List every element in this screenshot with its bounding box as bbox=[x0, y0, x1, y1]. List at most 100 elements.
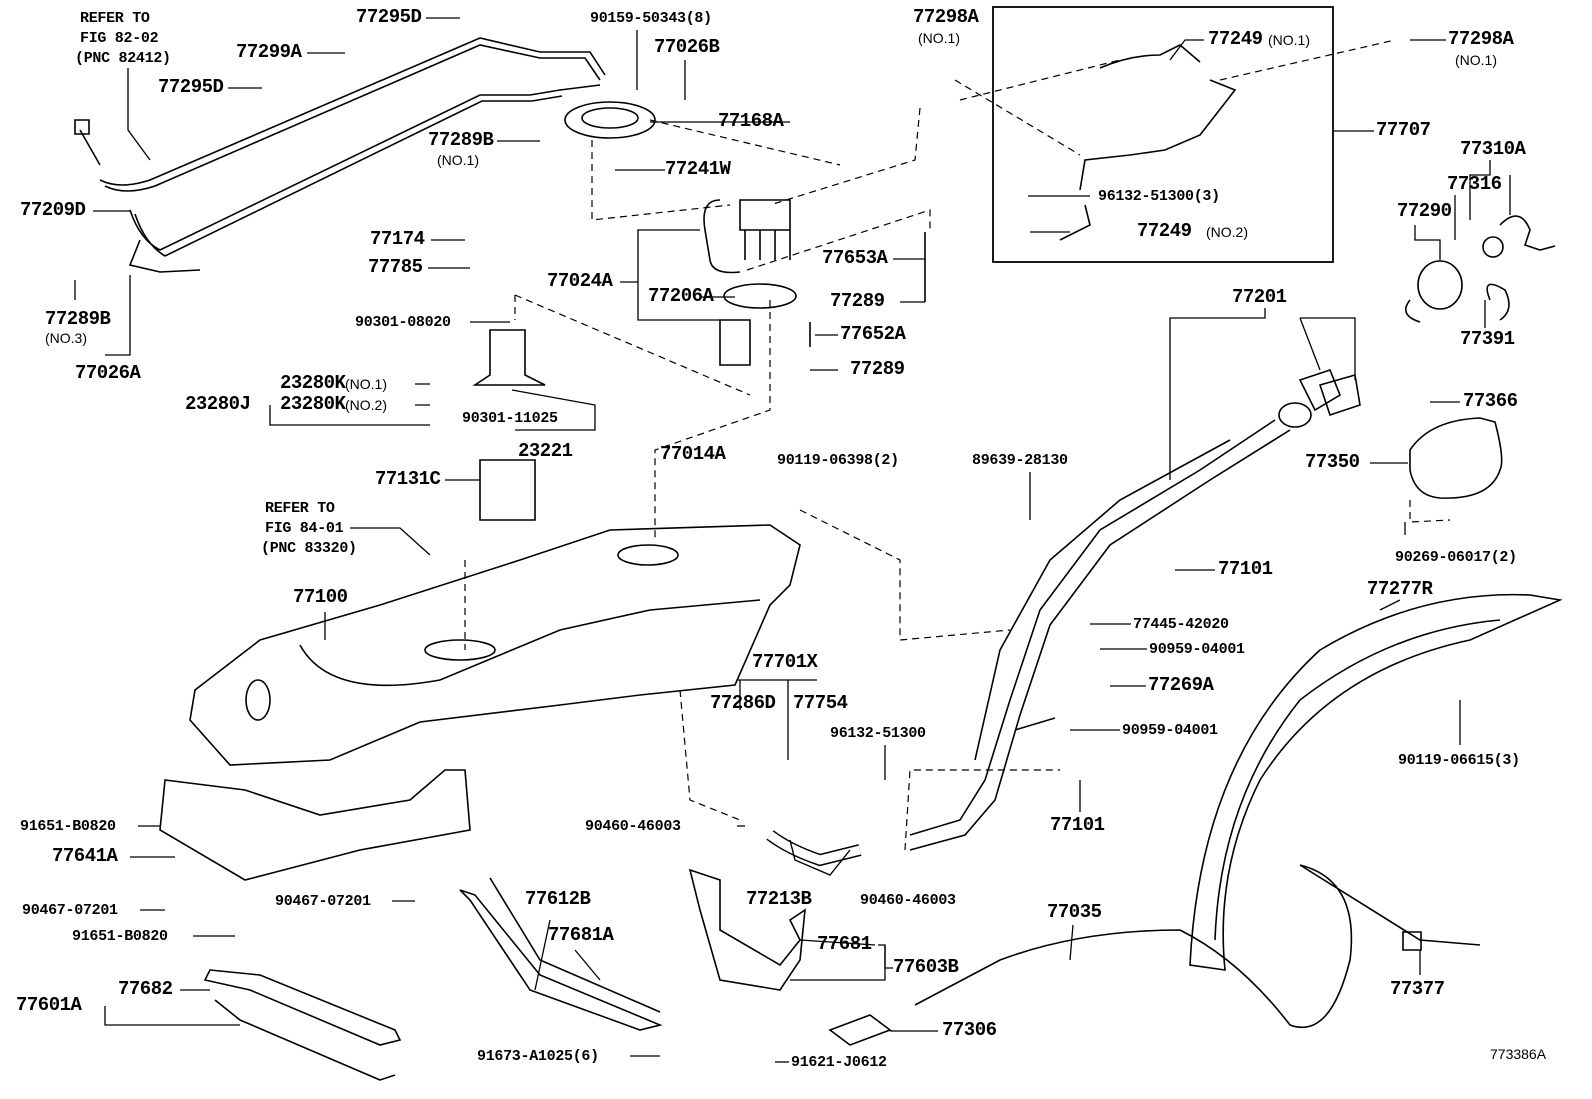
part-number-callout: 23280K bbox=[280, 393, 346, 415]
part-number-callout: 77298A bbox=[913, 6, 979, 28]
part-number-callout: 90301-08020 bbox=[355, 314, 451, 331]
callout-qualifier: (NO.1) bbox=[918, 30, 960, 46]
part-number-callout: 91651-B0820 bbox=[72, 928, 168, 945]
part-number-callout: 77295D bbox=[158, 76, 224, 98]
part-number-callout: 77682 bbox=[118, 978, 173, 1000]
part-number-callout: FIG 84-01 bbox=[265, 520, 344, 537]
part-number-callout: 77445-42020 bbox=[1133, 616, 1229, 633]
vent-hose bbox=[1059, 44, 1237, 241]
release-cable bbox=[914, 864, 1481, 1029]
part-number-callout: 77641A bbox=[52, 845, 118, 867]
part-number-callout: 77286D bbox=[710, 692, 776, 714]
part-number-callout: 77026B bbox=[654, 36, 720, 58]
part-number-callout: 77014A bbox=[660, 443, 726, 465]
part-number-callout: 77310A bbox=[1460, 138, 1526, 160]
part-number-callout: 77299A bbox=[236, 41, 302, 63]
part-number-callout: REFER TO bbox=[80, 10, 150, 27]
part-number-callout: 77131C bbox=[375, 468, 441, 490]
part-number-callout: 77201 bbox=[1232, 286, 1287, 308]
part-number-callout: 90460-46003 bbox=[585, 818, 681, 835]
part-number-callout: 77707 bbox=[1376, 119, 1431, 141]
callout-qualifier: (NO.1) bbox=[345, 376, 387, 392]
part-number-callout: 77377 bbox=[1390, 978, 1445, 1000]
fuel-tank bbox=[189, 524, 801, 766]
part-number-callout: 77612B bbox=[525, 888, 591, 910]
part-number-callout: 91651-B0820 bbox=[20, 818, 116, 835]
part-number-callout: 77241W bbox=[665, 158, 731, 180]
under-guard bbox=[159, 769, 471, 881]
part-number-callout: 90467-07201 bbox=[275, 893, 371, 910]
part-number-callout: 77100 bbox=[293, 586, 348, 608]
part-number-callout: 77366 bbox=[1463, 390, 1518, 412]
part-number-callout: 77024A bbox=[547, 270, 613, 292]
part-number-callout: 77290 bbox=[1397, 200, 1452, 222]
part-number-callout: 77298A bbox=[1448, 28, 1514, 50]
part-number-callout: 77035 bbox=[1047, 901, 1102, 923]
fuel-pump-assembly bbox=[472, 101, 926, 386]
part-number-callout: REFER TO bbox=[265, 500, 335, 517]
part-number-callout: 77681 bbox=[817, 933, 872, 955]
filler-pipe bbox=[909, 369, 1361, 851]
part-number-callout: 90959-04001 bbox=[1149, 641, 1245, 658]
part-number-callout: 89639-28130 bbox=[972, 452, 1068, 469]
part-number-callout: 77101 bbox=[1050, 814, 1105, 836]
part-number-callout: 77601A bbox=[16, 994, 82, 1016]
callout-qualifier: (NO.1) bbox=[1268, 32, 1310, 48]
callout-qualifier: (NO.1) bbox=[1455, 52, 1497, 68]
part-number-callout: (PNC 82412) bbox=[75, 50, 171, 67]
part-number-callout: 77249 bbox=[1208, 28, 1263, 50]
part-number-callout: 77652A bbox=[840, 323, 906, 345]
callout-qualifier: 773386A bbox=[1490, 1046, 1547, 1062]
part-number-callout: 96132-51300(3) bbox=[1098, 188, 1220, 205]
part-number-callout: 90301-11025 bbox=[462, 410, 558, 427]
callout-qualifier: (NO.3) bbox=[45, 330, 87, 346]
part-number-callout: 77206A bbox=[648, 285, 714, 307]
part-number-callout: 77306 bbox=[942, 1019, 997, 1041]
callout-qualifier: (NO.2) bbox=[1206, 224, 1248, 240]
part-number-callout: 77213B bbox=[746, 888, 812, 910]
part-number-callout: 77026A bbox=[75, 362, 141, 384]
part-number-callout: 90119-06615(3) bbox=[1398, 752, 1520, 769]
part-number-callout: 77269A bbox=[1148, 674, 1214, 696]
part-number-callout: 90119-06398(2) bbox=[777, 452, 899, 469]
part-number-callout: 77785 bbox=[368, 256, 423, 278]
part-number-callout: 77289 bbox=[850, 358, 905, 380]
part-number-callout: 96132-51300 bbox=[830, 725, 926, 742]
callout-qualifier: (NO.1) bbox=[437, 152, 479, 168]
part-number-callout: 77277R bbox=[1367, 578, 1433, 600]
fuel-lid bbox=[1409, 417, 1503, 499]
part-number-callout: 77350 bbox=[1305, 451, 1360, 473]
77707-box bbox=[992, 6, 1334, 263]
part-number-callout: 23280J bbox=[185, 393, 251, 415]
part-number-callout: 91621-J0612 bbox=[791, 1054, 887, 1071]
part-number-callout: 77174 bbox=[370, 228, 425, 250]
part-number-callout: 23280K bbox=[280, 372, 346, 394]
part-number-callout: 91673-A1025(6) bbox=[477, 1048, 599, 1065]
part-number-callout: 77101 bbox=[1218, 558, 1273, 580]
part-number-callout: 77316 bbox=[1447, 173, 1502, 195]
part-number-callout: 77603B bbox=[893, 956, 959, 978]
part-number-callout: (PNC 83320) bbox=[261, 540, 357, 557]
part-number-callout: 90959-04001 bbox=[1122, 722, 1218, 739]
part-number-callout: 77295D bbox=[356, 6, 422, 28]
part-number-callout: 90159-50343(8) bbox=[590, 10, 712, 27]
part-number-callout: 77391 bbox=[1460, 328, 1515, 350]
part-number-callout: 77289B bbox=[45, 308, 111, 330]
splash-shield bbox=[1189, 593, 1563, 971]
part-number-callout: FIG 82-02 bbox=[80, 30, 159, 47]
part-number-callout: 77168A bbox=[718, 110, 784, 132]
part-number-callout: 77249 bbox=[1137, 220, 1192, 242]
part-number-callout: 90269-06017(2) bbox=[1395, 549, 1517, 566]
part-number-callout: 77289B bbox=[428, 129, 494, 151]
part-number-callout: 90467-07201 bbox=[22, 902, 118, 919]
part-number-callout: 77209D bbox=[20, 199, 86, 221]
part-number-callout: 77289 bbox=[830, 290, 885, 312]
fuel-lines bbox=[74, 37, 606, 273]
part-number-callout: 77681A bbox=[548, 924, 614, 946]
part-number-callout: 90460-46003 bbox=[860, 892, 956, 909]
callout-qualifier: (NO.2) bbox=[345, 397, 387, 413]
part-number-callout: 77701X bbox=[752, 651, 818, 673]
part-number-callout: 23221 bbox=[518, 440, 573, 462]
